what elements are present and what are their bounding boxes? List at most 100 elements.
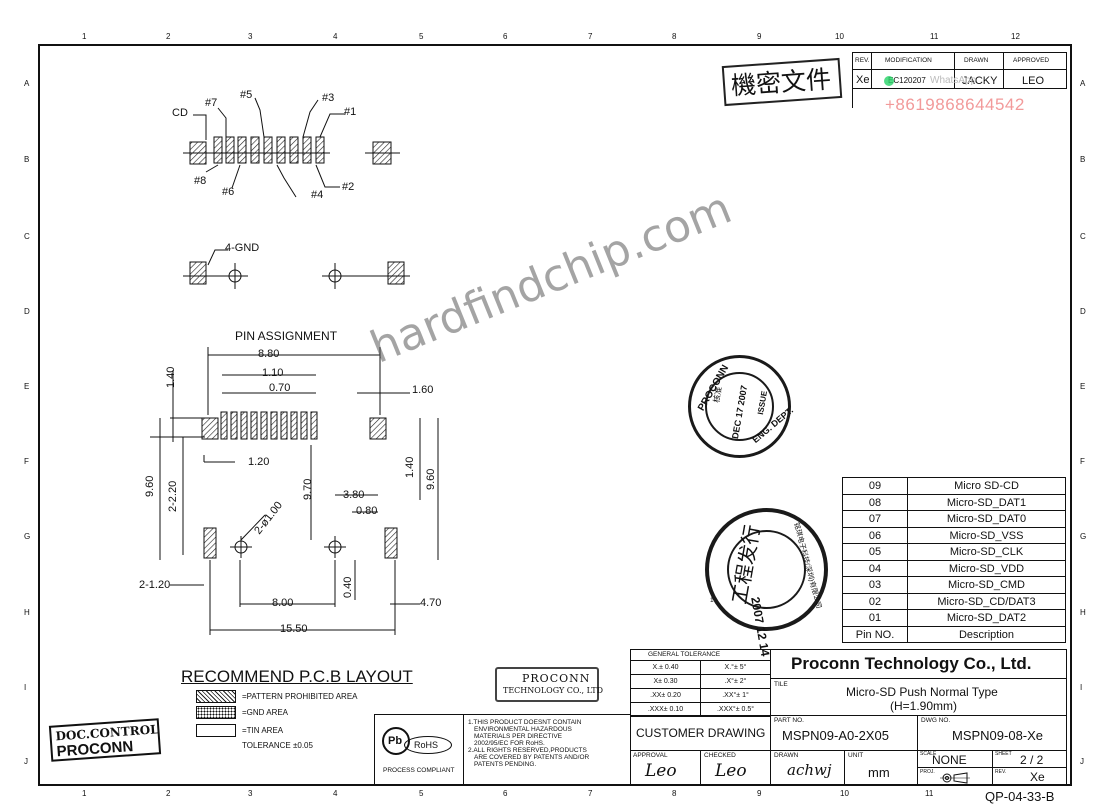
drawing-title-line2: (H=1.90mm) (890, 699, 958, 713)
pin-pad (250, 136, 260, 164)
approved-header: APPROVED (1013, 57, 1050, 64)
note-line: 2002/95/EC FOR RoHS. (474, 740, 545, 747)
description-header: Description (907, 625, 1066, 643)
whatsapp-icon (884, 76, 894, 86)
legend-item-gnd: =GND AREA (242, 708, 289, 717)
description-cell: Micro-SD_VDD (907, 559, 1066, 577)
row-marker: H (24, 608, 30, 617)
part-no-label: PART NO. (774, 717, 804, 724)
proconn-stamp: PROCONN TECHNOLOGY CO., LTD (495, 667, 603, 702)
form-code: QP-04-33-B (985, 789, 1055, 804)
col-marker: 12 (1011, 32, 1020, 41)
proconn-stamp-line2: TECHNOLOGY CO., LTD (503, 686, 604, 695)
dim-8-00: 8.00 (272, 597, 294, 609)
part-no: MSPN09-A0-2X05 (782, 728, 889, 743)
rohs-icon: RoHS (404, 736, 452, 754)
approved-value: LEO (1022, 75, 1045, 87)
col-marker: 6 (503, 32, 508, 41)
row-marker: J (24, 757, 28, 766)
row-marker: B (1080, 155, 1086, 164)
description-cell: Micro-SD_CD/DAT3 (907, 592, 1066, 610)
row-marker: E (1080, 382, 1086, 391)
col-marker: 9 (757, 32, 762, 41)
label-pin1: #1 (344, 106, 357, 118)
pin-no-cell: 05 (842, 543, 908, 561)
col-marker: 4 (333, 789, 338, 798)
pin-no-cell: 04 (842, 559, 908, 577)
col-marker: 10 (840, 789, 849, 798)
dim-15-50: 15.50 (280, 623, 308, 635)
pin-one-marker: 1 (710, 597, 714, 604)
row-marker: A (24, 79, 30, 88)
dim-8-80: 8.80 (258, 348, 280, 360)
description-cell: Micro-SD_DAT2 (907, 609, 1066, 627)
pin-pad (302, 136, 312, 164)
col-marker: 7 (588, 789, 593, 798)
checked-label: CHECKED (704, 752, 736, 759)
gnd-area-swatch (196, 706, 236, 719)
description-cell: Micro-SD_VSS (907, 526, 1066, 544)
note-line: ARE COVERED BY PATENTS AND/OR (474, 754, 590, 761)
row-marker: J (1080, 757, 1084, 766)
col-marker: 6 (503, 789, 508, 798)
modification-value: EC120207 (888, 76, 926, 85)
dim-1-40-right: 1.40 (404, 456, 416, 478)
row-marker: I (24, 683, 27, 692)
rev-header: REV. (855, 57, 870, 64)
tolerance-cell: X.°± 5° (700, 660, 771, 675)
scale-value: NONE (932, 753, 967, 767)
note-line: 2.ALL RIGHTS RESERVED,PRODUCTS (468, 747, 587, 754)
modification-header: MODIFICATION (885, 57, 932, 64)
legend-tolerance: TOLERANCE ±0.05 (242, 741, 313, 750)
label-pin8: #8 (194, 175, 207, 187)
rohs-compliant: PROCESS COMPLIANT (383, 767, 455, 774)
dwg-no-label: DWG NO. (921, 717, 951, 724)
pin-no-cell: 03 (842, 576, 908, 594)
gnd-pad (387, 261, 405, 285)
col-marker: 1 (82, 789, 87, 798)
doc-control-stamp: DOC.CONTROL PROCONN (48, 718, 162, 762)
row-marker: F (1080, 457, 1085, 466)
rev-value-title: Xe (1030, 770, 1045, 784)
checked-signature: Leo (715, 761, 747, 781)
doc-control-line2: PROCONN (56, 738, 134, 761)
col-marker: 8 (672, 789, 677, 798)
dim-1-60: 1.60 (412, 384, 434, 396)
projection-symbol-icon (940, 771, 970, 784)
rev-label: REV. (995, 769, 1007, 775)
rohs-note-1: 1.THIS PRODUCT DOESNT CONTAIN ENVIRONMEN… (468, 719, 589, 768)
col-marker: 4 (333, 32, 338, 41)
label-pin7: #7 (205, 97, 218, 109)
pin-pad (237, 136, 247, 164)
dim-2-2-20: 2-2.20 (167, 480, 179, 512)
pin-no-cell: 06 (842, 526, 908, 544)
pin-no-cell: 02 (842, 592, 908, 610)
col-marker: 8 (672, 32, 677, 41)
dim-0-40: 0.40 (342, 576, 354, 598)
pb-label: Pb (388, 735, 403, 747)
row-marker: H (1080, 608, 1086, 617)
col-marker: 9 (757, 789, 762, 798)
col-marker: 11 (930, 32, 939, 41)
label-pin6: #6 (222, 186, 235, 198)
pattern-prohibited-swatch (196, 690, 236, 703)
pin-pad (225, 136, 235, 164)
pin-pad (213, 136, 223, 164)
col-marker: 2 (166, 789, 171, 798)
row-marker: I (1080, 683, 1083, 692)
engineering-issue-stamp: 工程发行 2007 12 14 铭琪电子科技(深圳)有限公司 (705, 508, 828, 657)
tolerance-cell: .X°± 2° (700, 674, 771, 689)
drawing-title-line1: Micro-SD Push Normal Type (846, 685, 998, 699)
dim-2-1-20: 2-1.20 (139, 579, 171, 591)
dim-1-10: 1.10 (262, 367, 284, 379)
tolerance-cell: .XX± 0.20 (630, 688, 701, 703)
description-cell: Micro-SD_DAT1 (907, 493, 1066, 511)
tolerance-cell: X.± 0.40 (630, 660, 701, 675)
sheet-label: SHEET (995, 751, 1012, 757)
col-marker: 3 (248, 789, 253, 798)
note-line: 1.THIS PRODUCT DOESNT CONTAIN (468, 719, 582, 726)
dim-1-40-left: 1.40 (165, 366, 177, 388)
row-marker: F (24, 457, 29, 466)
dim-0-70: 0.70 (269, 382, 291, 394)
